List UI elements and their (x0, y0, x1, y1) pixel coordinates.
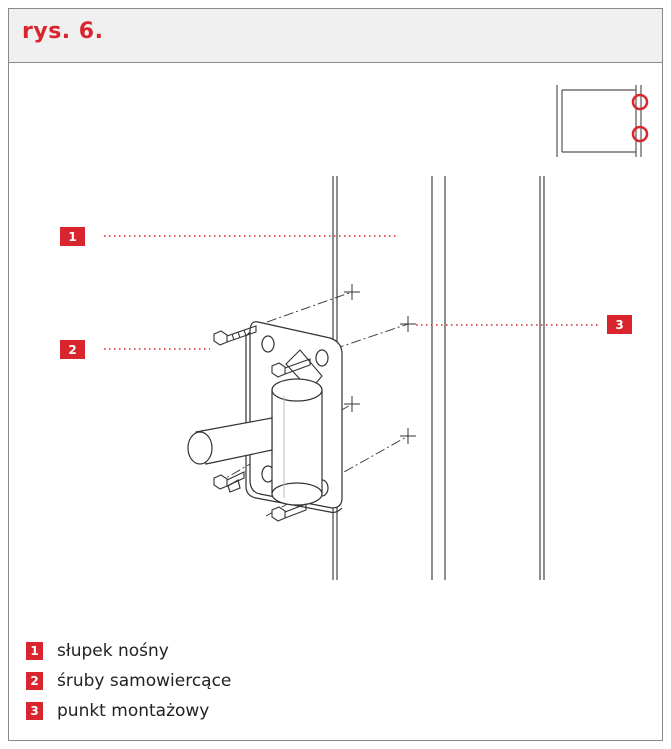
callout-lines (104, 235, 600, 350)
figure-header: rys. 6. (9, 9, 662, 63)
legend-label: śruby samowiercące (57, 671, 232, 691)
legend-label: słupek nośny (57, 641, 169, 661)
legend-item: 3 punkt montażowy (26, 696, 231, 726)
legend: 1 słupek nośny 2 śruby samowiercące 3 pu… (26, 636, 231, 726)
screw-icon (213, 325, 257, 346)
callout-badge-3: 3 (607, 315, 632, 334)
screw-icon (213, 471, 245, 490)
svg-text:1: 1 (68, 230, 76, 244)
legend-badge: 2 (26, 672, 43, 690)
legend-badge: 1 (26, 642, 43, 660)
legend-item: 1 słupek nośny (26, 636, 231, 666)
hinge-pin (187, 417, 273, 493)
legend-badge: 3 (26, 702, 43, 720)
locator-thumbnail (556, 85, 649, 157)
mount-point-marker (631, 125, 649, 143)
figure-title: rys. 6. (22, 19, 104, 44)
svg-text:2: 2 (68, 343, 76, 357)
screw-icon (271, 503, 307, 522)
mount-point-marker (631, 93, 649, 111)
figure-frame: rys. 6. (8, 8, 663, 741)
callout-badge-2: 2 (60, 340, 85, 359)
callout-badge-1: 1 (60, 227, 85, 246)
legend-item: 2 śruby samowiercące (26, 666, 231, 696)
svg-text:3: 3 (615, 318, 623, 332)
screw-icon (271, 358, 311, 378)
hinge-barrel (271, 378, 323, 506)
axis-crosshairs (344, 284, 416, 444)
legend-label: punkt montażowy (57, 701, 210, 721)
